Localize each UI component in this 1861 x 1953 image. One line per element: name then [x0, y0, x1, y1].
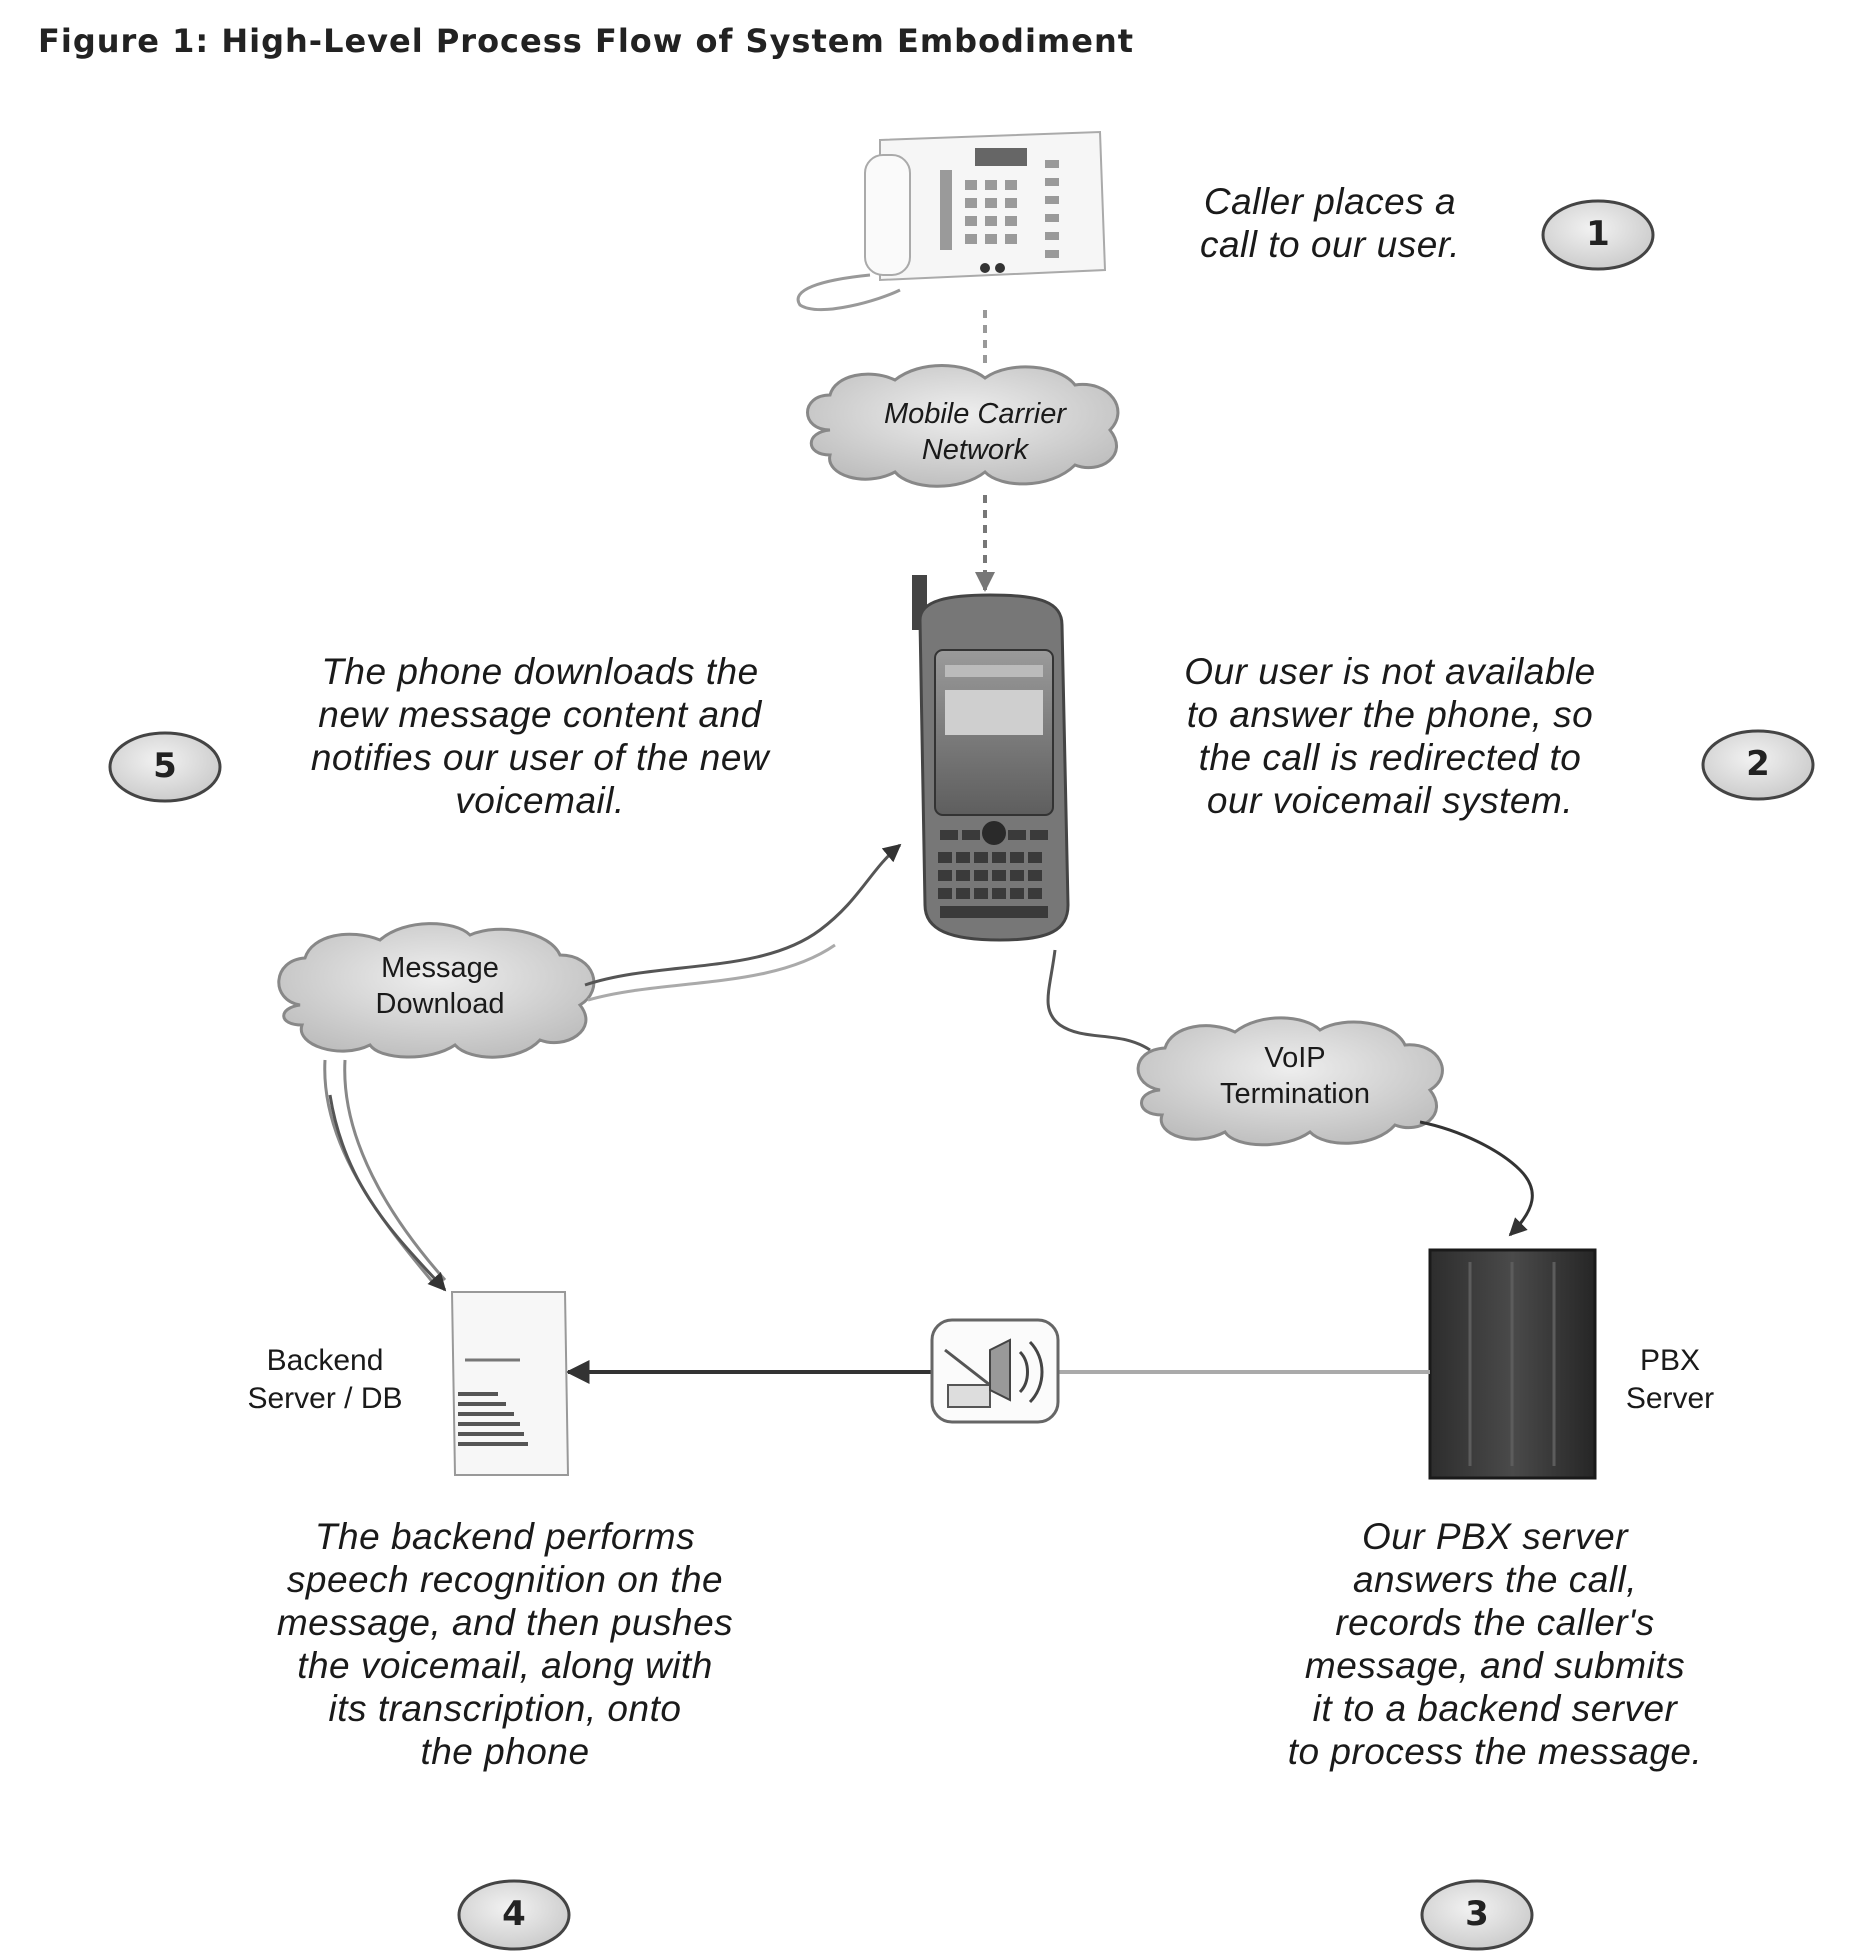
backend-server-label: Backend Server / DB [210, 1342, 440, 1418]
mobile-phone-icon [912, 575, 1068, 940]
step-2-number: 2 [1728, 744, 1788, 784]
voip-termination-label: VoIP Termination [1160, 1040, 1430, 1112]
desk-phone-icon [798, 132, 1105, 310]
backend-server-icon [452, 1292, 568, 1475]
step-4-number: 4 [484, 1894, 544, 1934]
step-1-caption: Caller places a call to our user. [1150, 180, 1510, 266]
voicemail-envelope-icon [932, 1320, 1058, 1422]
download-to-phone-link [588, 945, 835, 1000]
step-3-caption: Our PBX server answers the call, records… [1220, 1515, 1770, 1773]
step-3-number: 3 [1447, 1894, 1507, 1934]
step-2-caption: Our user is not available to answer the … [1125, 650, 1655, 822]
pbx-server-icon [1430, 1250, 1595, 1478]
step-1-number: 1 [1568, 214, 1628, 254]
step-5-caption: The phone downloads the new message cont… [240, 650, 840, 822]
voip-to-pbx-arrow [1420, 1122, 1532, 1235]
step-4-caption: The backend performs speech recognition … [210, 1515, 800, 1773]
backend-to-download-link-a [325, 1060, 435, 1285]
step-5-number: 5 [135, 746, 195, 786]
backend-to-download-link-b [345, 1060, 445, 1280]
mobile-carrier-label: Mobile Carrier Network [840, 396, 1110, 468]
message-download-label: Message Download [300, 950, 580, 1022]
download-to-phone-arrow [585, 845, 900, 985]
phone-to-voip-link [1048, 950, 1150, 1050]
pbx-server-label: PBX Server [1600, 1342, 1740, 1418]
